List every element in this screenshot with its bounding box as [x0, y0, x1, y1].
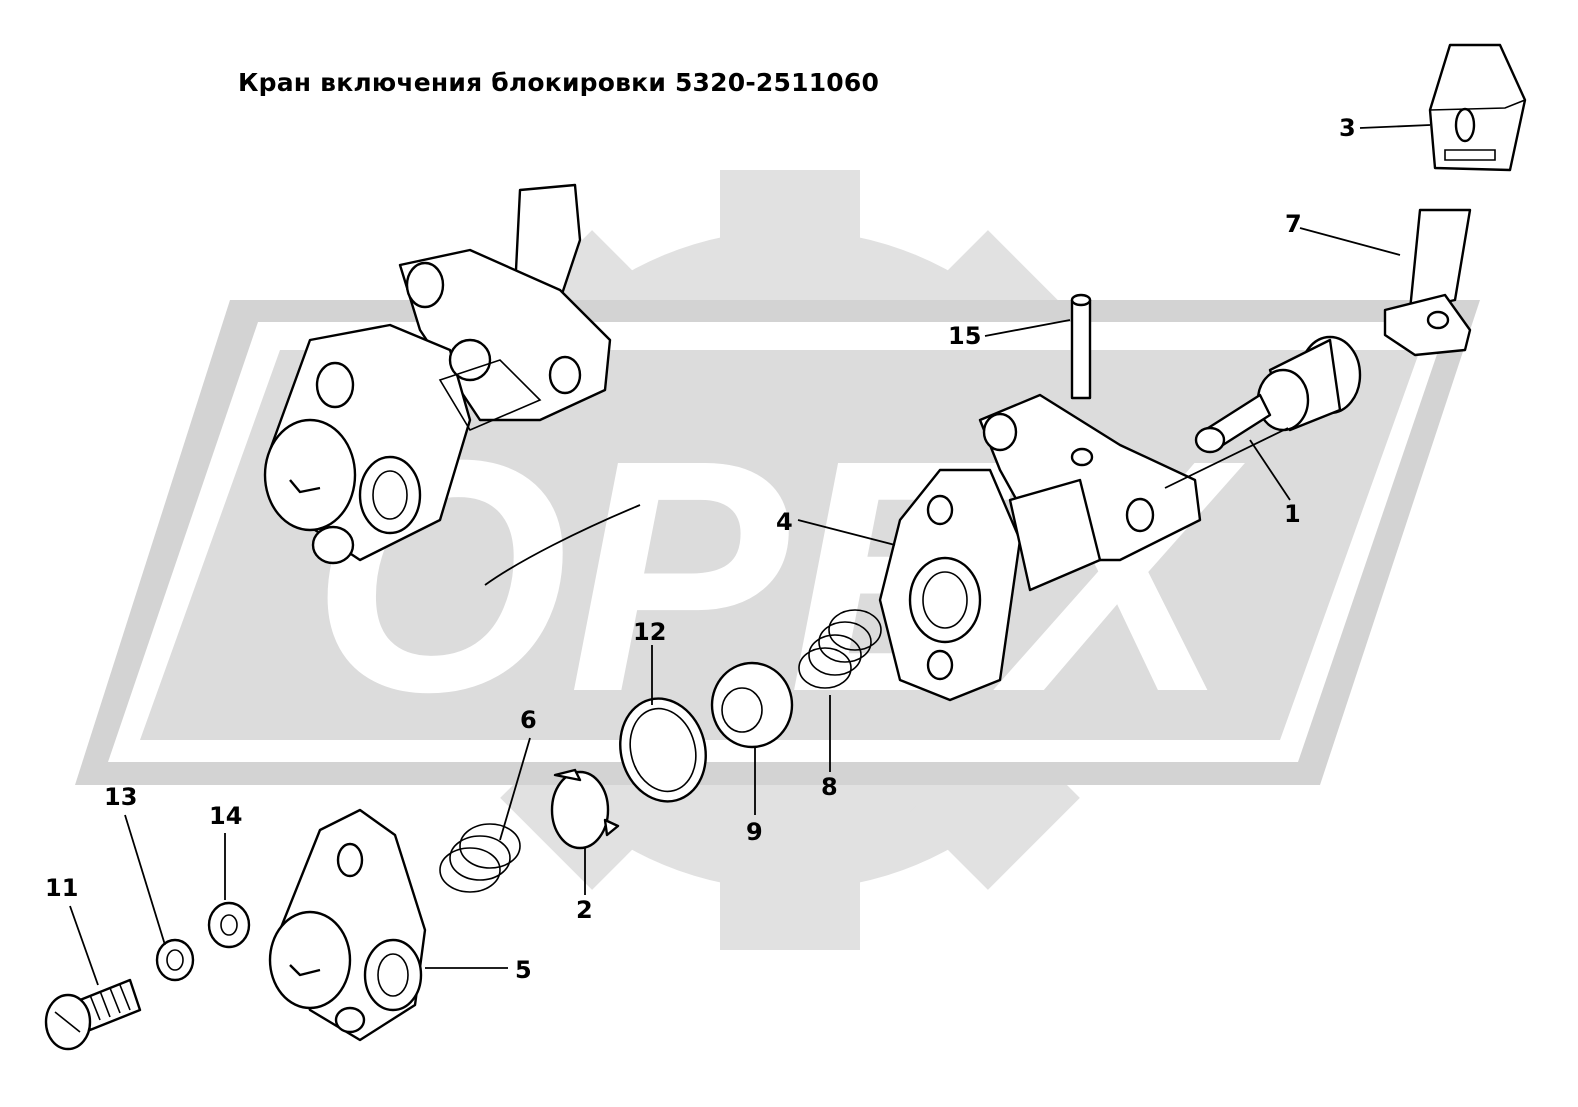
washer-14-illustration: [207, 901, 251, 949]
callout-8: 8: [821, 773, 838, 801]
callout-3: 3: [1339, 114, 1356, 142]
callout-9: 9: [746, 818, 763, 846]
callout-5: 5: [515, 956, 532, 984]
lever-illustration: [1383, 208, 1472, 357]
cap-illustration: [1428, 43, 1527, 172]
leader-lines: [69, 124, 1431, 986]
callout-2: 2: [576, 896, 593, 924]
valve-body-illustration: [878, 393, 1202, 702]
washer-2-illustration: [550, 768, 620, 850]
washer-13-hole: [166, 949, 184, 971]
callout-6: 6: [520, 706, 537, 734]
watermark-logo: OPEX: [75, 170, 1480, 950]
callout-13: 13: [104, 783, 138, 811]
callout-7: 7: [1285, 210, 1302, 238]
callout-11: 11: [45, 874, 79, 902]
ring-12-illustration: [619, 697, 707, 803]
cover-5-illustration: [268, 808, 427, 1042]
pin-illustration: [1070, 293, 1092, 400]
spring-6-illustration: [439, 823, 521, 893]
callout-15: 15: [948, 322, 982, 350]
callout-4: 4: [776, 508, 793, 536]
spring-8-illustration: [798, 609, 882, 689]
seal-9-illustration: [710, 661, 794, 749]
callout-1: 1: [1284, 500, 1301, 528]
screw-11-illustration: [44, 978, 142, 1051]
callout-14: 14: [209, 802, 243, 830]
washer-13-illustration: [155, 938, 195, 982]
callout-12: 12: [633, 618, 667, 646]
assembled-valve-illustration: [263, 183, 612, 565]
diagram-title: Кран включения блокировки 5320-2511060: [238, 68, 880, 97]
washer-14-hole: [220, 914, 238, 936]
